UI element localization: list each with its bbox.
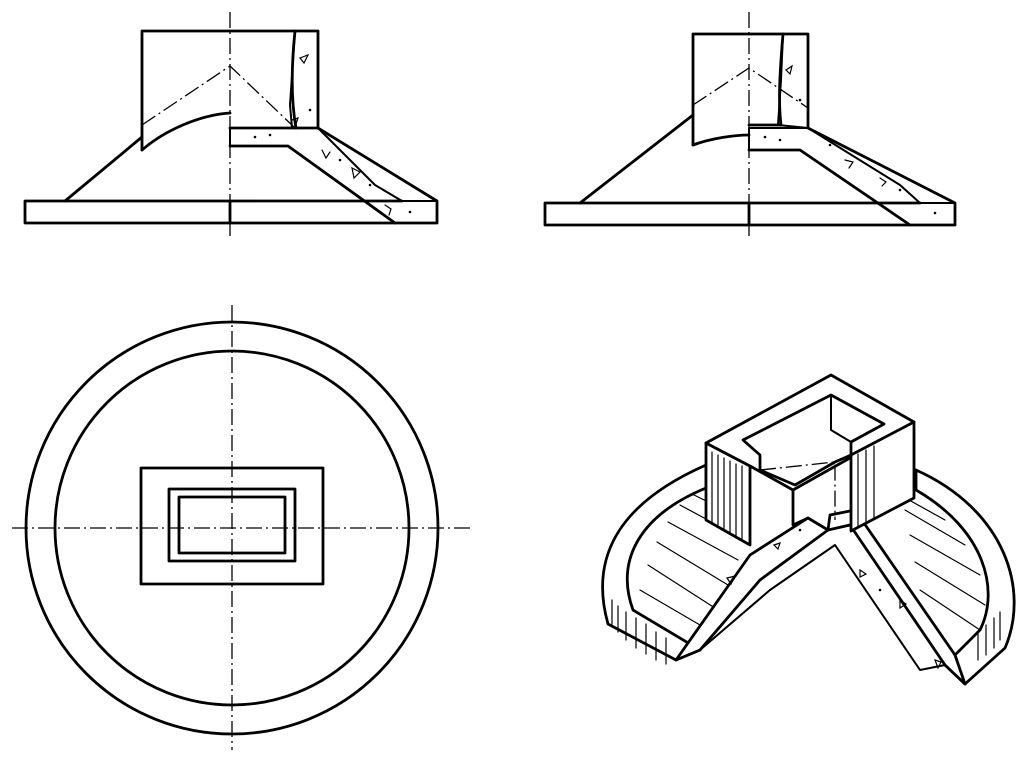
side-view-half-section	[543, 12, 957, 240]
right-sloped-wing	[826, 508, 967, 686]
side-view-hidden-apex	[692, 67, 809, 109]
iso-aggregate-marks	[726, 523, 942, 670]
side-view-section-half	[747, 32, 957, 227]
top-view	[12, 305, 470, 750]
left-ring-top-hatch	[632, 493, 746, 651]
right-base-ring	[914, 468, 1016, 686]
rim-side-strokes	[611, 599, 1001, 665]
section-aggregate-marks-side	[763, 64, 937, 215]
box-right-front-face	[849, 420, 916, 533]
section-aggregate-marks	[253, 53, 412, 216]
front-view-exterior-half	[23, 29, 232, 225]
box-inner-back-wall	[830, 394, 885, 443]
front-view-section-half	[228, 29, 439, 225]
left-wing-hatched-face	[699, 524, 946, 671]
isometric-centerline	[759, 461, 836, 520]
right-ring-top-hatch	[899, 494, 986, 631]
front-view-hidden-apex	[141, 65, 296, 129]
box-left-face-shading	[711, 451, 743, 541]
isometric-cutaway-view	[601, 373, 1016, 686]
box-right-face-shading	[857, 445, 875, 527]
box-center-edge	[791, 488, 810, 527]
section-hatch-floor	[229, 127, 438, 224]
front-view-half-section	[23, 12, 439, 240]
section-hatch-floor-side	[748, 127, 956, 226]
side-view-exterior-half	[543, 32, 751, 227]
